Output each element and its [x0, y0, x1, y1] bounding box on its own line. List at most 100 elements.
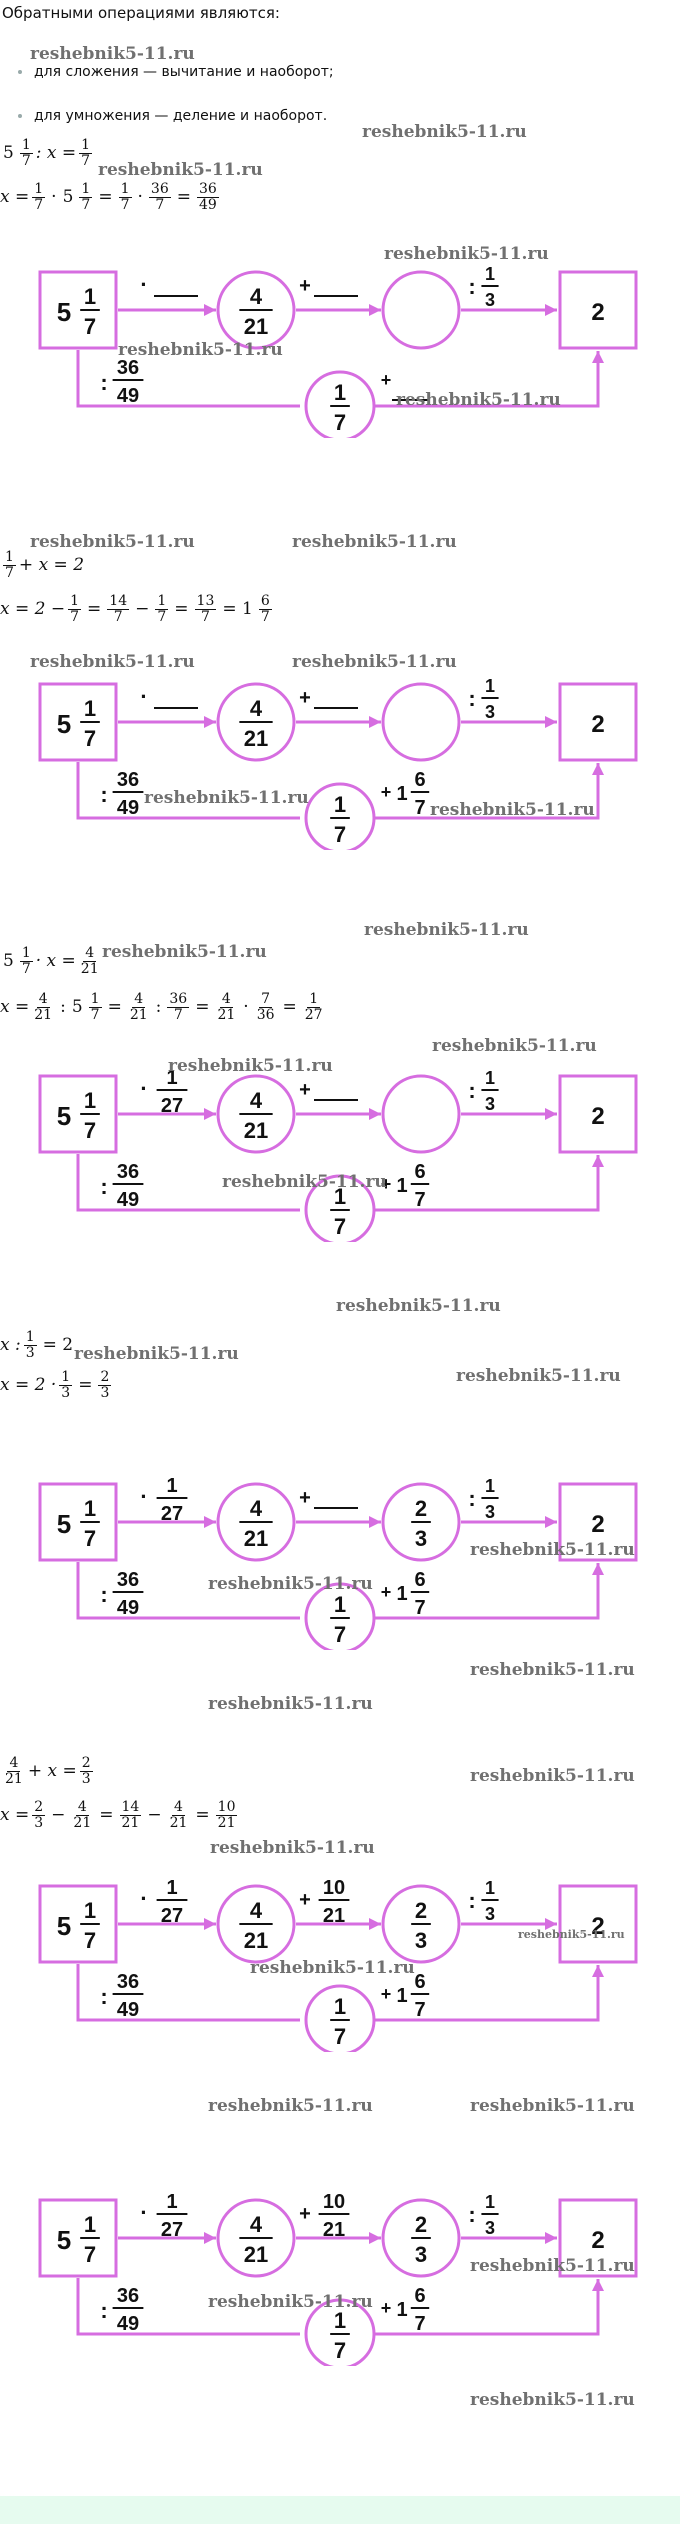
- watermark: reshebnik5-11.ru: [292, 532, 457, 552]
- fraction-denominator: 27: [161, 1503, 183, 1525]
- fraction-denominator: 21: [244, 2242, 268, 2267]
- fraction-numerator: 1: [485, 2192, 495, 2212]
- mixed-int: 1: [396, 2299, 407, 2321]
- fraction-denominator: 3: [415, 2242, 427, 2267]
- divide-third-fraction: 13: [481, 1476, 499, 1522]
- bottom-circle-fraction: 17: [330, 380, 350, 435]
- fraction-denominator: 21: [244, 1118, 268, 1143]
- fraction-numerator: 1: [485, 1068, 495, 1088]
- op-plus: +: [299, 275, 311, 297]
- fraction-denominator: 21: [244, 1928, 268, 1953]
- watermark: reshebnik5-11.ru: [144, 788, 309, 808]
- fraction-numerator: 36: [117, 1161, 139, 1183]
- fraction-numerator: 1: [334, 1994, 346, 2019]
- fraction-denominator: 27: [161, 2219, 183, 2241]
- op-plus-bottom: +: [381, 1174, 392, 1194]
- op-multiply: ·: [140, 272, 147, 297]
- fraction-numerator: 1: [334, 1184, 346, 1209]
- start-int: 5: [57, 1911, 71, 1941]
- divide-third-fraction: 13: [481, 676, 499, 722]
- fraction-numerator: 10: [323, 1877, 345, 1899]
- arrowhead-icon: [369, 1918, 381, 1930]
- fraction-numerator: 6: [414, 1971, 425, 1993]
- final-value: 2: [591, 299, 604, 326]
- op-divide-left: :: [100, 370, 107, 395]
- watermark: reshebnik5-11.ru: [470, 2096, 635, 2116]
- fraction-denominator: 21: [323, 1905, 345, 1927]
- start-fraction: 17: [80, 696, 100, 751]
- fraction-numerator: 1: [485, 1878, 495, 1898]
- op-divide: :: [468, 1078, 475, 1103]
- arrowhead-icon: [204, 2232, 216, 2244]
- final-value: 2: [591, 2227, 604, 2254]
- start-fraction: 17: [80, 284, 100, 339]
- mixed-fraction: 67: [410, 2285, 430, 2335]
- bottom-circle-fraction: 17: [330, 2308, 350, 2363]
- bottom-path-right: [374, 366, 600, 408]
- arrowhead-icon: [592, 2279, 604, 2291]
- fraction-denominator: 21: [244, 314, 268, 339]
- start-box: [38, 270, 118, 350]
- divide-third-fraction: 13: [481, 264, 499, 310]
- fraction-numerator: 36: [117, 2285, 139, 2307]
- mixed-int: 1: [396, 1175, 407, 1197]
- fraction-numerator: 36: [117, 1971, 139, 1993]
- final-box: [558, 1482, 638, 1562]
- fraction-numerator: 2: [415, 1496, 427, 1521]
- circle-2: [381, 1074, 461, 1154]
- bottom-path-right: [374, 778, 600, 820]
- fraction-denominator: 7: [414, 1999, 425, 2021]
- fraction-numerator: 1: [485, 1476, 495, 1496]
- arrowhead-icon: [369, 716, 381, 728]
- fraction-numerator: 2: [415, 1898, 427, 1923]
- arrowhead-icon: [592, 1155, 604, 1167]
- op-plus: +: [299, 1889, 311, 1911]
- final-value: 2: [591, 1511, 604, 1538]
- arrowhead-icon: [204, 304, 216, 316]
- arrowhead-icon: [204, 716, 216, 728]
- op-divide: :: [468, 274, 475, 299]
- circle-1-fraction: 421: [239, 1496, 273, 1551]
- list-item: для сложения — вычитание и наоборот;: [18, 64, 334, 80]
- watermark: reshebnik5-11.ru: [168, 1056, 333, 1076]
- watermark: reshebnik5-11.ru: [222, 1172, 387, 1192]
- mixed-int: 1: [396, 1985, 407, 2007]
- arrowhead-icon: [204, 1516, 216, 1528]
- start-fraction: 17: [80, 1088, 100, 1143]
- circle-1-fraction: 421: [239, 2212, 273, 2267]
- bottom-circle-fraction: 17: [330, 1592, 350, 1647]
- fraction-numerator: 1: [166, 1475, 177, 1497]
- start-box: [38, 682, 118, 762]
- arrowhead-icon: [592, 1965, 604, 1977]
- watermark: reshebnik5-11.ru: [470, 1660, 635, 1680]
- watermark: reshebnik5-11.ru: [456, 1366, 621, 1386]
- op-multiply: ·: [140, 1484, 147, 1509]
- start-fraction: 17: [80, 1898, 100, 1953]
- final-value: 2: [591, 711, 604, 738]
- final-box: [558, 270, 638, 350]
- fraction-numerator: 6: [414, 1569, 425, 1591]
- circle-1: [216, 270, 296, 350]
- start-box: [38, 1884, 118, 1964]
- op-divide-left: :: [100, 2298, 107, 2323]
- fraction-denominator: 49: [117, 1999, 139, 2021]
- fraction-numerator: 10: [323, 2191, 345, 2213]
- start-int: 5: [57, 2225, 71, 2255]
- circle-2: [381, 1482, 461, 1562]
- watermark: reshebnik5-11.ru: [362, 122, 527, 142]
- watermark: reshebnik5-11.ru: [396, 390, 561, 410]
- watermark: reshebnik5-11.ru: [292, 652, 457, 672]
- fraction-denominator: 3: [485, 1502, 495, 1522]
